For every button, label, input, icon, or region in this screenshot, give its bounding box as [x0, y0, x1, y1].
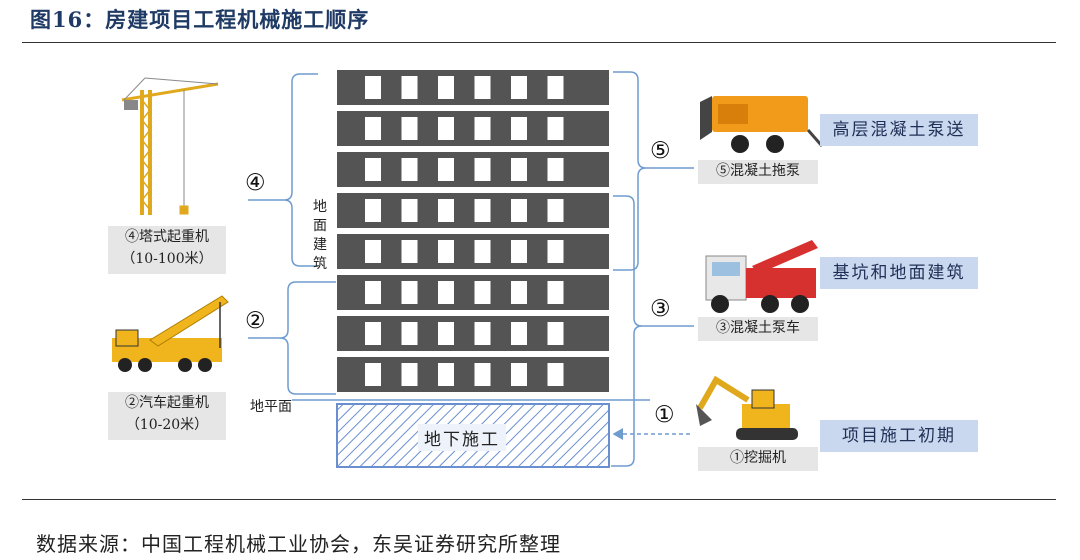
- building-window: [365, 199, 381, 222]
- building-window: [438, 322, 454, 345]
- building-window: [511, 281, 527, 304]
- building-window: [511, 158, 527, 181]
- building-window: [547, 76, 564, 99]
- bracket-tower-crane: [248, 73, 318, 267]
- truck-crane-label: ②汽车起重机 （10-20米）: [108, 392, 226, 440]
- excavator-icon: [696, 375, 798, 440]
- trailer-pump-icon: [700, 96, 824, 153]
- bracket-truck-crane: [248, 281, 336, 395]
- building-window: [401, 281, 418, 304]
- truck-crane-icon: [112, 295, 229, 372]
- building-floor: [337, 234, 609, 269]
- building-window: [365, 240, 381, 263]
- building-window: [547, 363, 564, 386]
- building-window: [438, 363, 454, 386]
- bracket-trailer-pump: [613, 71, 694, 271]
- building-window: [474, 117, 491, 140]
- building-window: [365, 322, 381, 345]
- building-window: [474, 76, 491, 99]
- construction-sequence-diagram: [112, 70, 824, 468]
- building-window: [511, 199, 527, 222]
- building-window: [511, 240, 527, 263]
- excavator-label: ①挖掘机: [698, 447, 818, 471]
- building-window: [474, 322, 491, 345]
- tower-crane-name: ④塔式起重机: [125, 229, 209, 245]
- building-window: [474, 158, 491, 181]
- building-window: [474, 281, 491, 304]
- stage-project-initial: 项目施工初期: [820, 420, 978, 452]
- building-floor: [337, 152, 609, 187]
- building-window: [438, 281, 454, 304]
- building-window: [511, 76, 527, 99]
- truck-crane-range: （10-20米）: [125, 417, 209, 433]
- building-window: [474, 240, 491, 263]
- bottom-rule: [22, 499, 1056, 500]
- building-floor: [337, 275, 609, 310]
- building-window: [547, 117, 564, 140]
- building-floor: [337, 111, 609, 146]
- building-window: [438, 199, 454, 222]
- building-floors: [337, 70, 609, 392]
- ground-level-label: 地平面: [250, 399, 292, 415]
- stage-number-1: ①: [654, 402, 675, 428]
- figure-title: 图16：房建项目工程机械施工顺序: [30, 7, 370, 32]
- tower-crane-icon: [121, 77, 219, 215]
- basement-label: 地下施工: [418, 424, 506, 451]
- building-floor: [337, 316, 609, 351]
- building-floor: [337, 70, 609, 105]
- stage-foundation-and-building: 基坑和地面建筑: [820, 257, 978, 289]
- tower-crane-label: ④塔式起重机 （10-100米）: [108, 226, 226, 274]
- truck-crane-name: ②汽车起重机: [125, 395, 209, 411]
- building-floor: [337, 357, 609, 392]
- source-note: 数据来源：中国工程机械工业协会，东吴证券研究所整理: [36, 532, 561, 556]
- stage-number-4: ④: [245, 170, 266, 196]
- tower-crane-range: （10-100米）: [121, 251, 213, 267]
- building-window: [365, 158, 381, 181]
- building-window: [365, 281, 381, 304]
- above-ground-label: 地面建筑: [313, 199, 327, 272]
- building-window: [401, 158, 418, 181]
- building-window: [474, 363, 491, 386]
- building-window: [547, 322, 564, 345]
- building-window: [438, 240, 454, 263]
- building-window: [401, 117, 418, 140]
- top-rule: [22, 42, 1056, 43]
- building-floor: [337, 193, 609, 228]
- building-window: [401, 76, 418, 99]
- building-window: [438, 117, 454, 140]
- building-window: [547, 199, 564, 222]
- stage-number-5: ⑤: [650, 138, 671, 164]
- pump-truck-icon: [705, 240, 818, 313]
- building-window: [438, 76, 454, 99]
- pump-truck-label: ③混凝土泵车: [698, 317, 818, 341]
- building-window: [365, 117, 381, 140]
- stage-number-3: ③: [650, 296, 671, 322]
- stage-high-rise-pumping: 高层混凝土泵送: [820, 114, 978, 146]
- building-window: [438, 158, 454, 181]
- building-window: [547, 281, 564, 304]
- building-window: [401, 240, 418, 263]
- building-window: [474, 199, 491, 222]
- building-window: [511, 117, 527, 140]
- building-window: [365, 363, 381, 386]
- trailer-pump-label: ⑤混凝土拖泵: [698, 160, 818, 184]
- building-window: [511, 322, 527, 345]
- building-window: [547, 240, 564, 263]
- bracket-pump-truck: [611, 195, 694, 467]
- building-window: [365, 76, 381, 99]
- stage-number-2: ②: [245, 308, 266, 334]
- building-window: [401, 322, 418, 345]
- building-window: [401, 363, 418, 386]
- building-window: [401, 199, 418, 222]
- building-window: [511, 363, 527, 386]
- building-window: [547, 158, 564, 181]
